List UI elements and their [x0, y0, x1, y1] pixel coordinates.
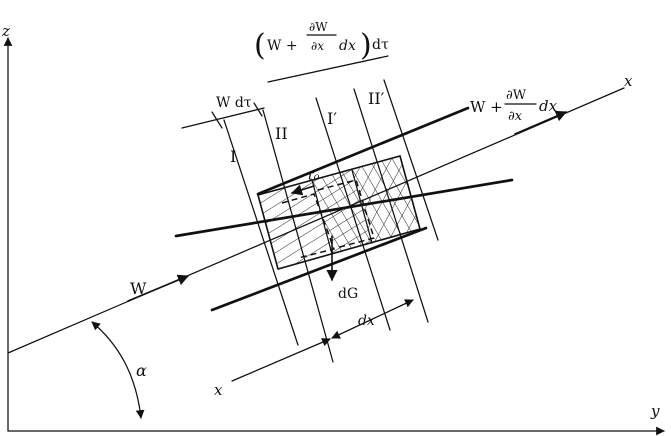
- angle-indicator: α: [91, 321, 147, 419]
- outlet-flow-partial-bottom: ∂x: [508, 109, 523, 124]
- wd-tau-tick-left: [211, 111, 223, 129]
- angle-arc: [91, 321, 145, 419]
- inner-section-line-a: [311, 179, 333, 255]
- section-line-2: [262, 109, 334, 363]
- y-axis-label: y: [650, 402, 660, 420]
- angle-label: α: [136, 361, 147, 380]
- upper-wall-extension: [256, 106, 470, 196]
- wd-tau-tick-right: [253, 102, 263, 117]
- inlet-flow-label: W: [130, 279, 147, 298]
- bottom-dx-dimension: [331, 299, 414, 339]
- shear-stress-arrow: [290, 184, 315, 196]
- top-expression-w-plus: W +: [267, 38, 298, 54]
- section-line-4: [353, 88, 429, 323]
- top-dimensions: W dτ ( W + ∂W ∂x dx ) dτ: [181, 20, 389, 129]
- bottom-x-dimension: [231, 338, 331, 382]
- section-label-2: II: [275, 124, 288, 143]
- top-dimension-line-upper: [267, 55, 389, 83]
- lower-wall-line: [210, 226, 428, 312]
- section-line-3: [315, 97, 391, 331]
- outlet-flow-arrow: [514, 110, 568, 135]
- forces: τ₀ dG: [290, 168, 358, 302]
- outlet-flow-partial-top: ∂W: [506, 88, 527, 103]
- inlet-flow-arrow: [127, 274, 190, 302]
- section-label-4: II′: [368, 89, 385, 108]
- top-expression-dx: dx: [339, 38, 356, 54]
- x-axis-label: x: [624, 72, 633, 90]
- element-outline: [257, 155, 421, 270]
- outlet-flow-tail: dx: [539, 97, 558, 115]
- bottom-x-label: x: [214, 381, 223, 399]
- section-label-3: I′: [327, 109, 337, 128]
- bottom-dx-label: dx: [358, 313, 375, 329]
- top-expression-partial-top: ∂W: [309, 20, 328, 34]
- top-dimension-line-lower: [181, 107, 265, 129]
- wd-tau-label: W dτ: [216, 95, 252, 111]
- section-lines: I II I′ II′: [223, 79, 439, 363]
- weight-label: dG: [338, 286, 358, 302]
- outlet-flow-label-left: W +: [470, 98, 503, 116]
- section-line-1: [223, 119, 299, 346]
- top-expression-partial-bottom: ∂x: [311, 39, 324, 53]
- z-axis-label: z: [1, 22, 10, 40]
- top-expression-paren-right: ): [360, 28, 372, 63]
- top-expression-dtau: dτ: [372, 37, 389, 53]
- dashed-shift-outline: [281, 193, 335, 259]
- bottom-dimensions: dx x: [214, 299, 414, 399]
- section-line-5: [383, 79, 439, 241]
- top-expression-paren-left: (: [254, 28, 266, 63]
- fluid-element: [257, 155, 421, 270]
- shear-stress-label: τ₀: [306, 168, 320, 184]
- inner-section-line-b: [351, 169, 373, 244]
- coordinate-axes: z y: [1, 22, 665, 436]
- section-label-1: I: [230, 147, 236, 166]
